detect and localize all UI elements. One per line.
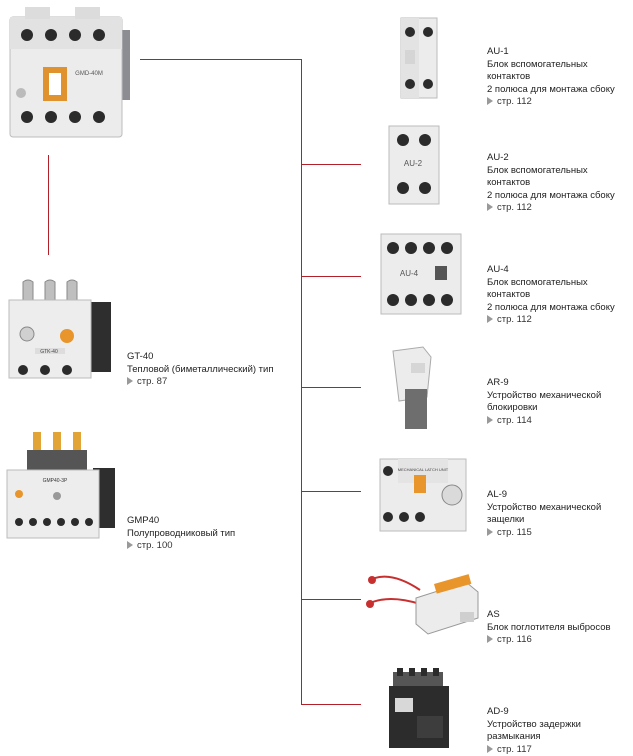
au2-device-label: AU-2 (404, 159, 423, 168)
accessory-page-link[interactable]: стр. 115 (487, 527, 633, 540)
arrow-right-icon (487, 635, 493, 643)
au2-image: AU-2 (385, 124, 443, 206)
accessory-label-au4: AU-4 Блок вспомогательных контактов 2 по… (487, 264, 633, 327)
gt40-device-label: GTK-40 (40, 349, 58, 355)
accessory-label-au1: AU-1 Блок вспомогательных контактов 2 по… (487, 46, 633, 109)
gmp40-device-label: GMP40-3P (43, 478, 68, 484)
connector-branch-au2 (301, 164, 361, 165)
accessory-page-link[interactable]: стр. 114 (487, 415, 601, 428)
main-contactor-image: GMD-40M (5, 5, 135, 150)
au4-image: AU-4 (379, 232, 463, 316)
accessory-code: AU-1 (487, 46, 633, 59)
accessory-label-ar9: AR-9 Устройство механической блокировки … (487, 377, 601, 427)
accessory-code: AD-9 (487, 706, 633, 719)
arrow-right-icon (487, 203, 493, 211)
al9-device-label: MECHANICAL LATCH UNIT (398, 467, 449, 472)
relay-label-gmp40: GMP40 Полупроводниковый тип стр. 100 (127, 515, 235, 553)
connector-branch-ad9 (301, 704, 361, 705)
accessory-label-as: AS Блок поглотителя выбросов стр. 116 (487, 609, 611, 647)
connector-relay-vertical (48, 155, 49, 255)
au4-device-label: AU-4 (400, 269, 419, 278)
accessory-label-au2: AU-2 Блок вспомогательных контактов 2 по… (487, 152, 633, 215)
arrow-right-icon (487, 97, 493, 105)
accessory-desc: Устройство задержки размыкания (487, 719, 633, 744)
accessory-page-link[interactable]: стр. 116 (487, 634, 611, 647)
connector-branch-al9 (301, 491, 361, 492)
connector-branch-au4 (301, 276, 361, 277)
accessory-desc: блокировки (487, 402, 601, 415)
accessory-code: AL-9 (487, 489, 633, 502)
arrow-right-icon (487, 416, 493, 424)
relay-page-link[interactable]: стр. 100 (127, 540, 235, 553)
connector-branch-as (301, 599, 361, 600)
accessory-desc: Блок вспомогательных контактов (487, 277, 633, 302)
connector-trunk-vertical (301, 59, 302, 705)
accessory-code: AU-2 (487, 152, 633, 165)
accessory-desc: 2 полюса для монтажа сбоку (487, 302, 633, 315)
relay-desc: Полупроводниковый тип (127, 528, 235, 541)
au1-image (397, 16, 442, 101)
relay-label-gt40: GT-40 Тепловой (биметаллический) тип стр… (127, 351, 274, 389)
accessory-desc: Устройство механической (487, 390, 601, 403)
arrow-right-icon (487, 528, 493, 536)
accessory-label-al9: AL-9 Устройство механической защелки стр… (487, 489, 633, 539)
main-device-label: GMD-40M (75, 71, 103, 77)
relay-page-link[interactable]: стр. 87 (127, 376, 274, 389)
accessory-desc: Устройство механической защелки (487, 502, 633, 527)
accessory-page-link[interactable]: стр. 112 (487, 314, 633, 327)
accessory-page-link[interactable]: стр. 112 (487, 202, 633, 215)
accessory-page-link[interactable]: стр. 112 (487, 96, 633, 109)
arrow-right-icon (487, 315, 493, 323)
accessory-label-ad9: AD-9 Устройство задержки размыкания стр.… (487, 706, 633, 756)
accessory-code: AU-4 (487, 264, 633, 277)
connector-branch-ar9 (301, 387, 361, 388)
accessory-desc: 2 полюса для монтажа сбоку (487, 190, 633, 203)
arrow-right-icon (487, 745, 493, 753)
accessory-desc: Блок вспомогательных контактов (487, 165, 633, 190)
ad9-image (387, 668, 452, 750)
accessory-page-link[interactable]: стр. 117 (487, 744, 633, 756)
connector-main-horizontal (140, 59, 302, 60)
relay-code: GMP40 (127, 515, 235, 528)
gt40-relay-image: GTK-40 (5, 278, 115, 390)
accessory-desc: Блок вспомогательных контактов (487, 59, 633, 84)
ar9-image (387, 345, 437, 435)
accessory-code: AS (487, 609, 611, 622)
as-image (364, 568, 484, 640)
relay-desc: Тепловой (биметаллический) тип (127, 364, 274, 377)
al9-image: MECHANICAL LATCH UNIT (378, 455, 468, 535)
gmp40-relay-image: GMP40-3P (5, 432, 120, 547)
accessory-desc: 2 полюса для монтажа сбоку (487, 84, 633, 97)
accessory-desc: Блок поглотителя выбросов (487, 622, 611, 635)
arrow-right-icon (127, 541, 133, 549)
arrow-right-icon (127, 377, 133, 385)
relay-code: GT-40 (127, 351, 274, 364)
accessory-code: AR-9 (487, 377, 601, 390)
